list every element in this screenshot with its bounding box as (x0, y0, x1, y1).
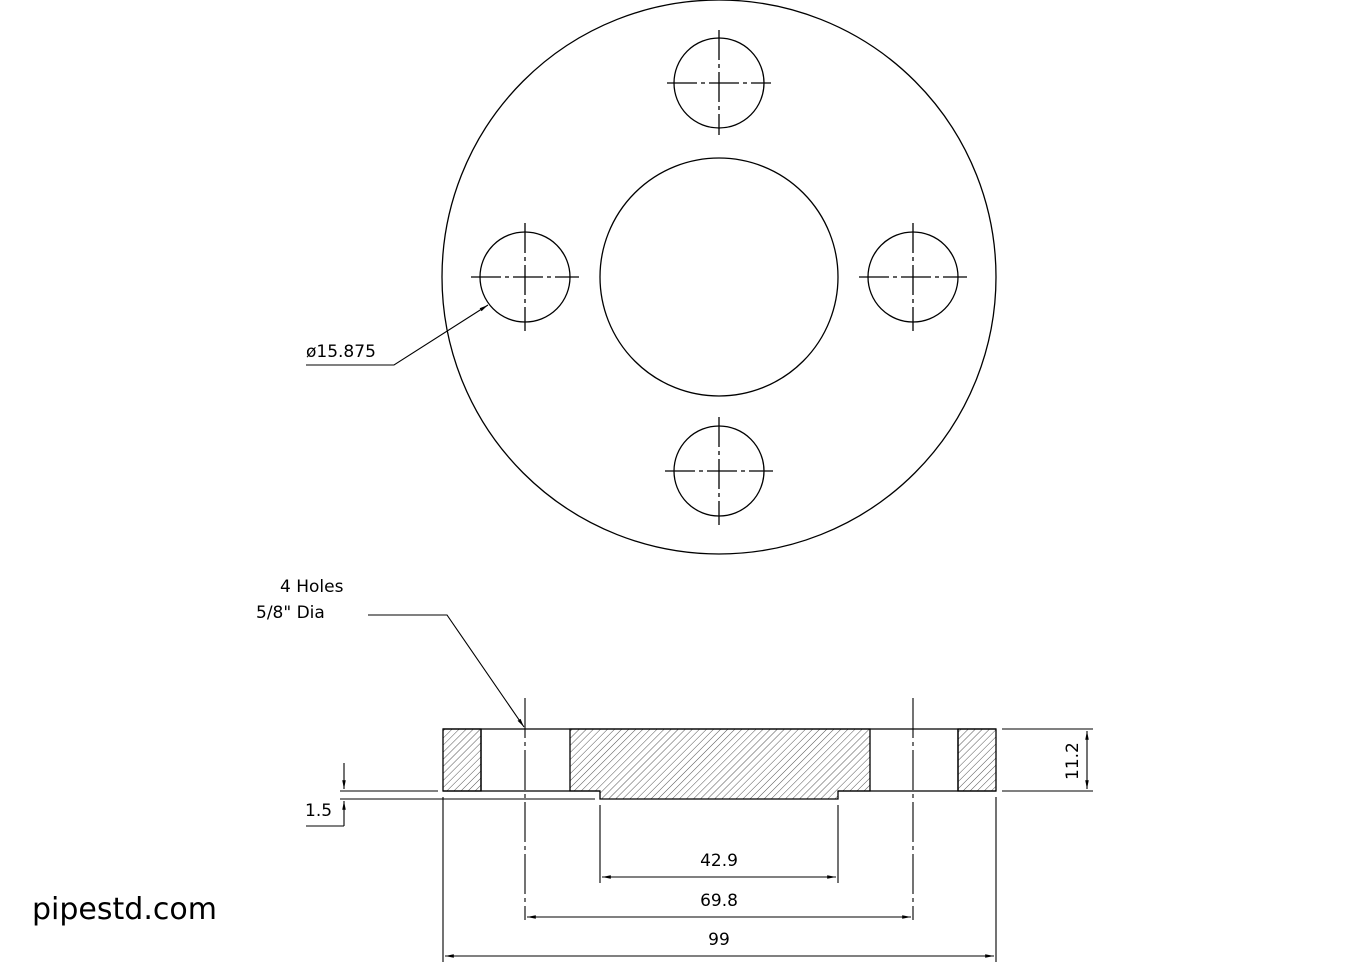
dim-thickness: 11.2 (1063, 742, 1083, 780)
bolt-hole-bottom (665, 417, 773, 525)
dim-bolt-circle-diameter: 69.8 (700, 891, 738, 911)
hub-section (569, 728, 871, 800)
dim-raised-face-diameter: 42.9 (700, 851, 738, 871)
holes-note-leader (368, 614, 525, 728)
bore-circle (599, 157, 839, 397)
dim-raised-face-height: 1.5 (305, 801, 332, 821)
bolt-hole-left (471, 223, 579, 331)
top-view (306, 0, 997, 555)
bolt-hole-top (667, 30, 771, 135)
dim-outside-diameter: 99 (708, 930, 730, 950)
holes-note-line2: 5/8" Dia (256, 603, 325, 623)
left-rim-section (442, 728, 482, 792)
hole-diameter-callout: ø15.875 (306, 342, 376, 362)
hole-diameter-leader (306, 304, 489, 366)
holes-note-line1: 4 Holes (280, 577, 344, 597)
right-rim-section (957, 728, 997, 792)
outer-flange-circle (441, 0, 997, 555)
watermark: pipestd.com (32, 892, 217, 927)
section-view (306, 614, 1093, 962)
bolt-hole-right (859, 223, 967, 331)
